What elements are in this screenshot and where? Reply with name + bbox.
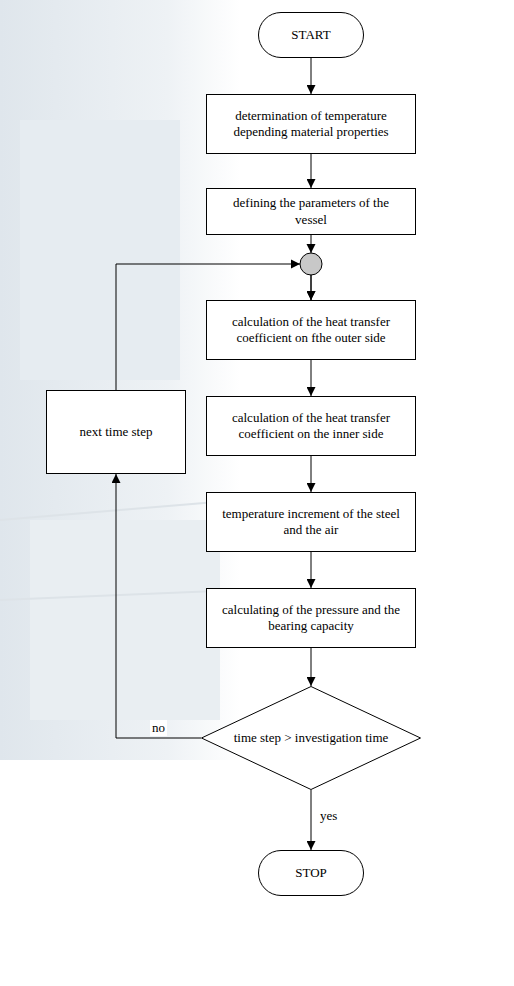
terminator: START — [258, 12, 364, 58]
flow-arrow — [311, 648, 312, 686]
process-box: defining the parameters of the vessel — [206, 188, 416, 235]
process-box: temperature increment of the steel and t… — [206, 492, 416, 552]
terminator: STOP — [258, 850, 364, 896]
node-text: defining the parameters of the vessel — [217, 195, 405, 228]
flow-arrow — [311, 456, 312, 492]
node-text: STOP — [295, 865, 327, 881]
arrowhead — [307, 244, 316, 253]
flow-arrow — [311, 552, 312, 588]
flow-arrow — [311, 154, 312, 188]
edge-label: yes — [318, 808, 339, 824]
node-text: calculating of the pressure and the bear… — [217, 602, 405, 635]
process-box: calculation of the heat transfer coeffic… — [206, 396, 416, 456]
flow-arrow — [311, 360, 312, 396]
node-text: calculation of the heat transfer coeffic… — [217, 410, 405, 443]
flow-arrow — [311, 790, 312, 850]
edge-label: no — [150, 720, 167, 736]
node-text: temperature increment of the steel and t… — [217, 506, 405, 539]
process-box: next time step — [46, 390, 186, 474]
node-text: next time step — [80, 424, 153, 440]
arrowhead — [291, 260, 300, 269]
process-box: calculating of the pressure and the bear… — [206, 588, 416, 648]
decision-diamond: time step > investigation time — [201, 686, 421, 790]
node-text: START — [291, 27, 330, 43]
process-box: calculation of the heat transfer coeffic… — [206, 300, 416, 360]
process-box: determination of temperature depending m… — [206, 94, 416, 154]
node-text: time step > investigation time — [234, 730, 389, 746]
flow-arrow — [311, 58, 312, 94]
flow-arrow — [116, 474, 201, 738]
junction-circle — [300, 253, 322, 275]
node-text: calculation of the heat transfer coeffic… — [217, 314, 405, 347]
node-text: determination of temperature depending m… — [217, 108, 405, 141]
